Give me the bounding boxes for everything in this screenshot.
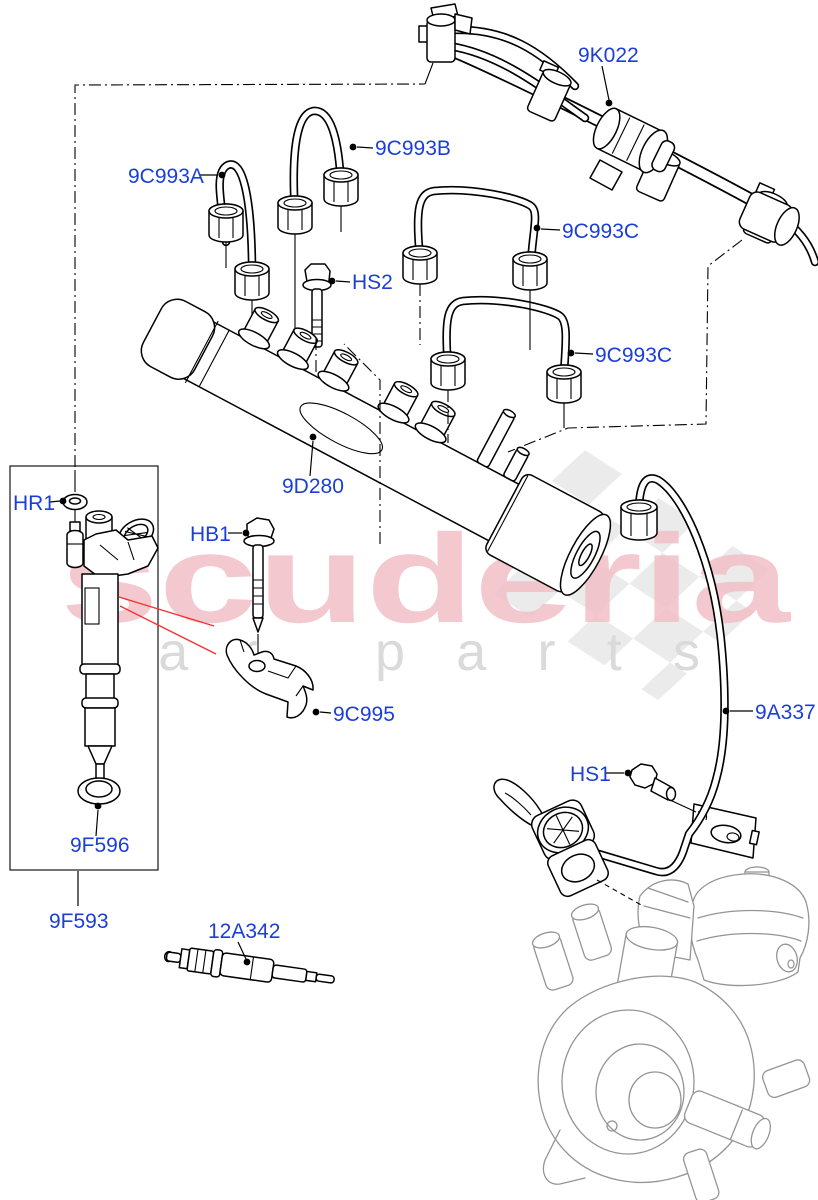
part-label-9D280[interactable]: 9D280 — [282, 433, 344, 498]
rail-ports — [237, 306, 456, 444]
fuel-rail-9K022 — [418, 3, 818, 267]
washer-HR1 — [62, 493, 88, 511]
pipe-union-nut — [323, 167, 359, 207]
leader-line — [49, 500, 61, 503]
pipe-union-nuts — [208, 167, 582, 404]
part-label-HR1[interactable]: HR1 — [13, 492, 67, 515]
bolt-HS1 — [629, 763, 697, 813]
part-label-9F596[interactable]: 9F596 — [70, 802, 130, 857]
pipe-union-nut — [620, 499, 658, 541]
part-label-12A342[interactable]: 12A342 — [208, 920, 280, 966]
clamp-position-indicator-lines — [118, 596, 217, 655]
part-label-9F593[interactable]: 9F593 — [49, 871, 109, 933]
part-number-text[interactable]: 12A342 — [208, 920, 280, 943]
part-number-text[interactable]: 9C995 — [333, 703, 395, 726]
fuel-injector — [66, 510, 159, 789]
fuel-rail-9D280 — [140, 298, 612, 596]
pipe-union-nut — [512, 251, 548, 291]
part-label-9C993C-lower[interactable]: 9C993C — [567, 344, 672, 367]
leader-dot — [312, 708, 320, 716]
part-label-9K022[interactable]: 9K022 — [578, 44, 639, 107]
pipe-9C993B-core — [291, 108, 344, 217]
pipe-union-nut — [546, 364, 582, 404]
leader-dot — [722, 707, 730, 715]
watermark-brand-text: scuderia — [60, 508, 791, 649]
leader-line — [319, 711, 332, 714]
pipe-union-nut — [277, 195, 313, 235]
part-number-text[interactable]: 9C993A — [128, 165, 204, 188]
part-label-9C995[interactable]: 9C995 — [312, 703, 395, 726]
pipe-9A337-core — [542, 475, 728, 875]
part-labels: 9K022 9C993B 9C993A 9C993C HS2 9C993C 9D280HR1… — [13, 44, 816, 966]
leader-line — [309, 440, 314, 477]
part-number-text[interactable]: 9D280 — [282, 475, 344, 498]
leader-dot — [94, 802, 102, 810]
pipe-9A337-nut — [620, 499, 658, 541]
pipe-union-nut — [430, 351, 466, 391]
leader-dot — [59, 497, 67, 505]
leader-line — [356, 146, 374, 149]
injection-pump — [531, 866, 811, 1200]
leader-line — [601, 65, 610, 101]
part-label-9C993B[interactable]: 9C993B — [349, 137, 451, 160]
leader-dot — [309, 433, 317, 441]
part-label-9C993A[interactable]: 9C993A — [128, 165, 226, 188]
leader-dot — [218, 171, 226, 179]
cylinder-clamp — [547, 838, 609, 898]
fuel-pipe-9A337-assembly — [493, 474, 760, 907]
leader-dot — [533, 224, 541, 232]
clamp-9C995 — [225, 638, 314, 719]
watermark-subtitle-text: car parts — [80, 622, 700, 682]
part-number-text[interactable]: HB1 — [190, 523, 231, 546]
pipe-9C993C-upper-core — [415, 187, 538, 265]
part-number-text[interactable]: 9A337 — [755, 701, 816, 724]
leader-line — [95, 809, 99, 837]
part-label-HS2[interactable]: HS2 — [328, 271, 393, 294]
part-number-text[interactable]: 9F593 — [49, 910, 109, 933]
leader-dot — [349, 143, 357, 151]
part-number-text[interactable]: HR1 — [13, 492, 55, 515]
part-label-9C993C-upper[interactable]: 9C993C — [533, 220, 639, 243]
leader-dot — [567, 349, 575, 357]
leader-line — [540, 228, 561, 231]
pipe-union-nut — [234, 261, 270, 301]
part-number-text[interactable]: 9C993B — [375, 137, 451, 160]
rail-stub-pipes — [476, 408, 530, 482]
part-number-text[interactable]: 9F596 — [70, 834, 130, 857]
leader-dot — [328, 277, 336, 285]
leader-dot — [243, 958, 251, 966]
leader-line — [574, 352, 594, 355]
part-label-9A337[interactable]: 9A337 — [722, 701, 816, 724]
glow-plug-12A342 — [163, 947, 335, 984]
leader-dot — [624, 769, 632, 777]
leader-line — [237, 941, 247, 960]
pipe-union-nut — [208, 203, 244, 243]
part-number-text[interactable]: 9K022 — [578, 44, 639, 67]
part-number-text[interactable]: HS1 — [570, 763, 611, 786]
injector-kit-box — [9, 465, 159, 871]
part-number-text[interactable]: HS2 — [352, 271, 393, 294]
pipe-9C993C-lower-core — [443, 297, 569, 375]
kit-outline-box — [9, 465, 159, 871]
pipe-union-nut — [402, 245, 438, 285]
part-label-HB1[interactable]: HB1 — [190, 523, 250, 546]
rail-end-sensor — [485, 473, 612, 596]
tube-core — [446, 43, 588, 121]
leader-dot — [242, 529, 250, 537]
bolt-HB1 — [243, 517, 275, 660]
bolt-HS2 — [302, 263, 332, 348]
part-label-HS1[interactable]: HS1 — [570, 763, 632, 786]
pipe-loop-bracket — [493, 778, 545, 828]
part-number-text[interactable]: 9C993C — [562, 220, 639, 243]
leader-dot — [605, 99, 613, 107]
construction-lines — [74, 62, 743, 544]
part-number-text[interactable]: 9C993C — [595, 344, 672, 367]
washer-9F596 — [77, 777, 121, 805]
leader-line — [335, 280, 351, 283]
